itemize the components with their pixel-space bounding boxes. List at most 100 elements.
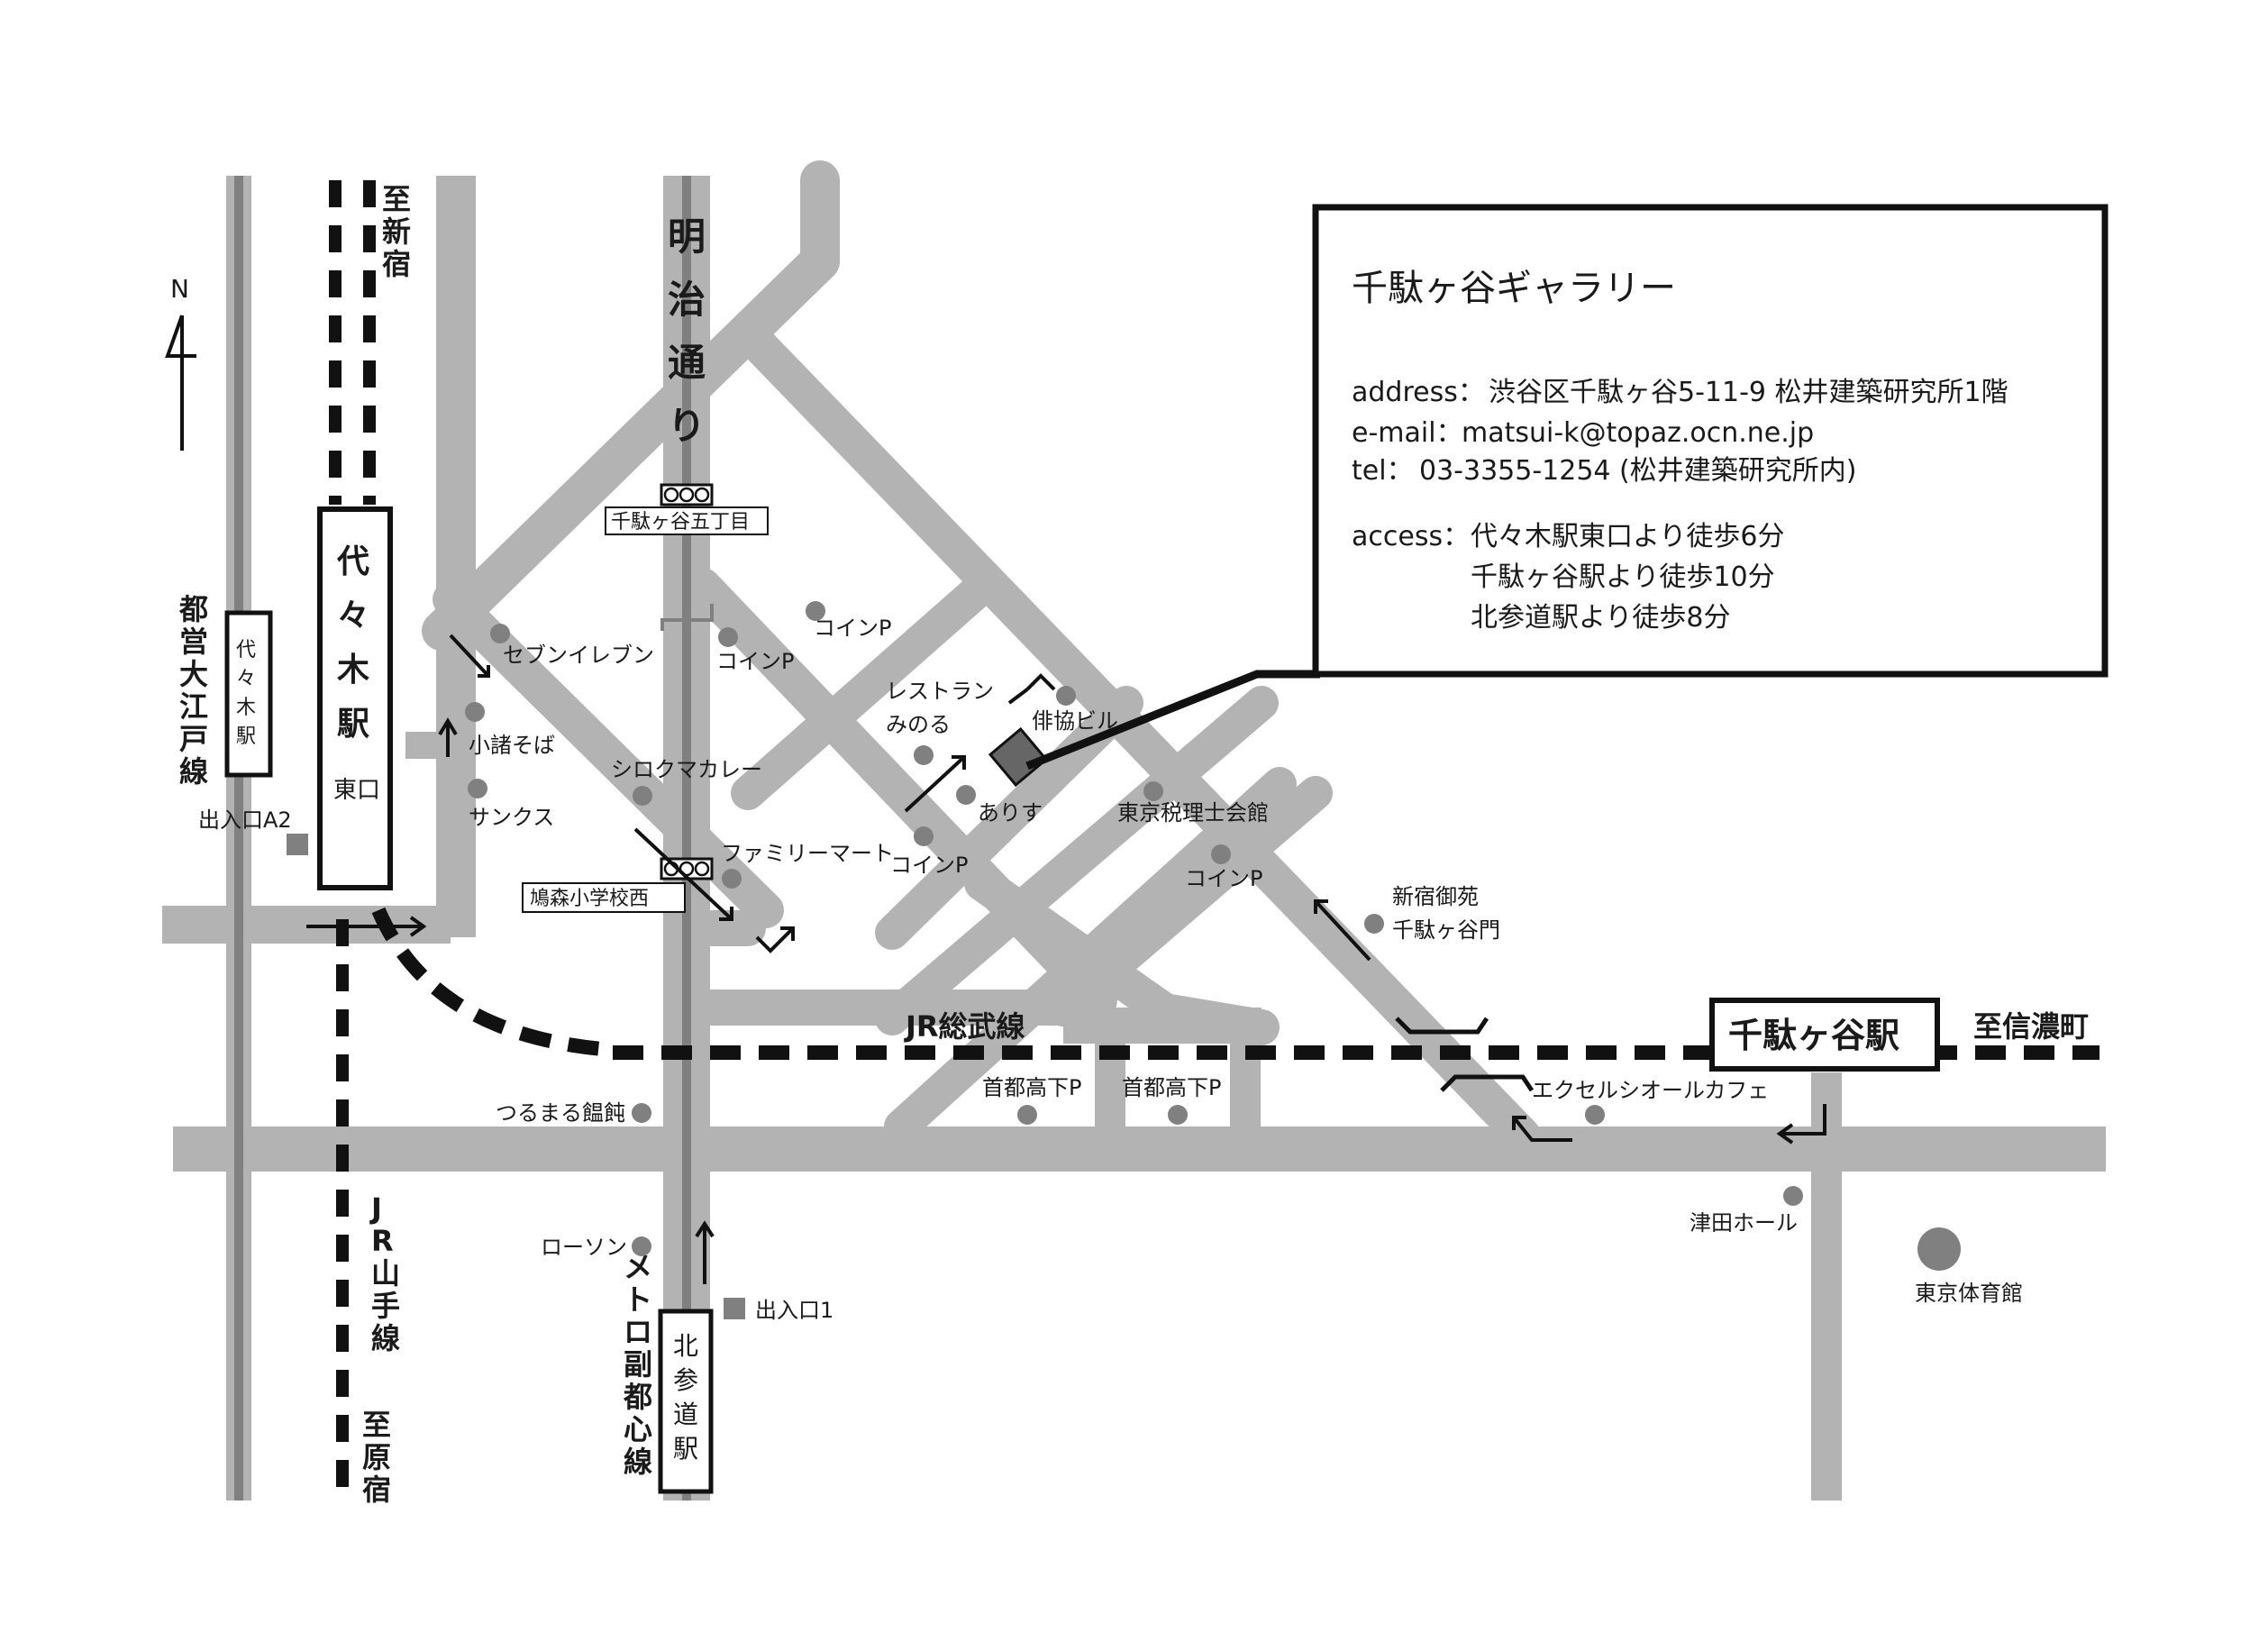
poi-label: コインP bbox=[716, 649, 794, 674]
station-yoyogi-exit: 東口 bbox=[333, 777, 380, 804]
compass-arrow-icon bbox=[165, 315, 196, 358]
poi-label: コインP bbox=[1185, 866, 1262, 891]
direction-shinjuku: 至新宿 bbox=[382, 182, 411, 281]
road-ne-d bbox=[884, 767, 1297, 1144]
poi-label: 東京体育館 bbox=[1915, 1281, 2023, 1306]
poi-label: 東京税理士会館 bbox=[1117, 800, 1269, 826]
station-kitasando-box bbox=[658, 1309, 714, 1494]
info-box: 千駄ヶ谷ギャラリー address： 渋谷区千駄ヶ谷5-11-9 松井建築研究所… bbox=[1312, 204, 2109, 678]
arrow-icon bbox=[755, 926, 795, 953]
poi-dot bbox=[465, 702, 485, 722]
arrow-icon bbox=[633, 827, 733, 921]
signal-label: 鳩森小学校西 bbox=[530, 888, 649, 910]
poi-dot bbox=[718, 627, 738, 647]
road-horizontal-mid bbox=[710, 990, 1088, 1026]
exit-a2-icon bbox=[287, 834, 308, 855]
signal-label-box bbox=[522, 882, 686, 913]
email-label: e-mail： bbox=[1352, 417, 1463, 449]
signal-lamp bbox=[679, 487, 695, 503]
road-ne-c bbox=[875, 686, 1279, 1035]
access-line: 千駄ヶ谷駅より徒歩10分 bbox=[1471, 561, 1775, 593]
poi-dot bbox=[633, 786, 652, 806]
overpass-mark-sendagaya bbox=[1395, 1017, 1489, 1035]
arrow-icon bbox=[449, 634, 490, 678]
access-line: 北参道駅より徒歩8分 bbox=[1471, 602, 1731, 634]
direction-shinanomachi: 至信濃町 bbox=[1973, 1009, 2089, 1044]
signal-label-box bbox=[605, 506, 769, 535]
info-box-frame bbox=[1312, 204, 2109, 678]
walking-route-arrows bbox=[306, 634, 1826, 1284]
poi-label: みのる bbox=[886, 712, 951, 737]
poi-label: サンクス bbox=[469, 805, 554, 830]
exit-1-label: 出入口1 bbox=[755, 1298, 833, 1323]
overpass-mark-sendagaya-2 bbox=[1440, 1074, 1535, 1092]
poi-dot bbox=[1364, 914, 1384, 934]
poi-label: ファミリーマート bbox=[721, 841, 894, 866]
station-yoyogi-oedo: 代々木駅 bbox=[224, 610, 273, 778]
poi-dot bbox=[914, 826, 934, 846]
poi-label: 小諸そば bbox=[469, 733, 555, 758]
arrow-icon bbox=[1780, 1104, 1826, 1136]
station-sendagaya-label: 千駄ヶ谷駅 bbox=[1728, 1016, 1899, 1055]
poi-label: セブンイレブン bbox=[503, 643, 654, 668]
arrow-icon bbox=[1007, 688, 1029, 705]
road-diagonal-a bbox=[433, 581, 784, 928]
access-label: access： bbox=[1352, 521, 1470, 552]
poi-dot bbox=[1143, 781, 1163, 801]
overpass-mark bbox=[660, 604, 714, 631]
access-line: 代々木駅東口より徒歩6分 bbox=[1471, 521, 1785, 552]
poi-label: 新宿御苑 bbox=[1392, 884, 1479, 909]
poi-label: コインP bbox=[814, 616, 891, 641]
arrow-head-icon bbox=[719, 907, 733, 921]
poi-label: コインP bbox=[890, 853, 968, 878]
station-yoyogi-oedo-label: 代々木駅 bbox=[236, 639, 256, 748]
arrow-head-icon bbox=[409, 916, 427, 937]
poi-dot bbox=[1585, 1105, 1605, 1125]
road-meiji-dori-label: 明治通り bbox=[668, 214, 706, 448]
road-vertical-p1 bbox=[1095, 1027, 1125, 1131]
poi-dot bbox=[1783, 1186, 1803, 1206]
poi-label: シロクマカレー bbox=[611, 757, 762, 782]
compass-label: N bbox=[170, 274, 189, 304]
poi-dot bbox=[468, 779, 487, 798]
arrow-icon bbox=[1025, 673, 1056, 691]
poi-dot bbox=[1211, 844, 1231, 864]
poi-dot bbox=[632, 1236, 651, 1256]
poi-dot bbox=[914, 745, 934, 765]
arrow-icon bbox=[1512, 1116, 1572, 1142]
line-fukutoshin-label: メトロ副都心線 bbox=[623, 1250, 652, 1479]
address-value: 渋谷区千駄ヶ谷5-11-9 松井建築研究所1階 bbox=[1489, 377, 2008, 408]
signal-lamp bbox=[694, 487, 710, 503]
signal-label: 千駄ヶ谷五丁目 bbox=[611, 511, 750, 534]
gallery-leader-line bbox=[1025, 670, 1320, 771]
tel-label: tel： bbox=[1352, 455, 1414, 487]
arrow-head-icon bbox=[780, 926, 795, 941]
station-sendagaya-box bbox=[1709, 998, 1940, 1072]
arrow-head-icon bbox=[438, 717, 458, 736]
gallery-marker bbox=[988, 726, 1049, 788]
arrow-head-icon bbox=[952, 755, 966, 770]
signal-lamp bbox=[663, 487, 679, 503]
poi-dot bbox=[490, 624, 510, 643]
poi-markers bbox=[465, 601, 1961, 1271]
gallery-title: 千駄ヶ谷ギャラリー bbox=[1352, 268, 1676, 309]
address-label: address： bbox=[1352, 377, 1485, 408]
exit-a2-label: 出入口A2 bbox=[198, 807, 292, 833]
poi-label: 首都高下P bbox=[1122, 1075, 1221, 1100]
poi-label: レストラン bbox=[886, 679, 994, 704]
poi-label: 俳協ビル bbox=[1032, 708, 1118, 734]
arrow-icon bbox=[1314, 899, 1371, 962]
poi-tokyo-gym-dot bbox=[1917, 1227, 1961, 1271]
direction-harajuku: 至原宿 bbox=[362, 1408, 391, 1507]
poi-label: エクセルシオールカフェ bbox=[1532, 1078, 1769, 1103]
station-yoyogi: 代々木駅 東口 bbox=[317, 506, 393, 890]
line-oedo-label: 都営大江戸線 bbox=[178, 592, 208, 789]
arrow-head-icon bbox=[1512, 1116, 1526, 1130]
station-yoyogi-box bbox=[317, 506, 393, 890]
railways bbox=[226, 176, 2099, 1500]
poi-dot bbox=[956, 785, 976, 805]
road-stub bbox=[405, 732, 442, 759]
compass: N bbox=[165, 274, 196, 451]
